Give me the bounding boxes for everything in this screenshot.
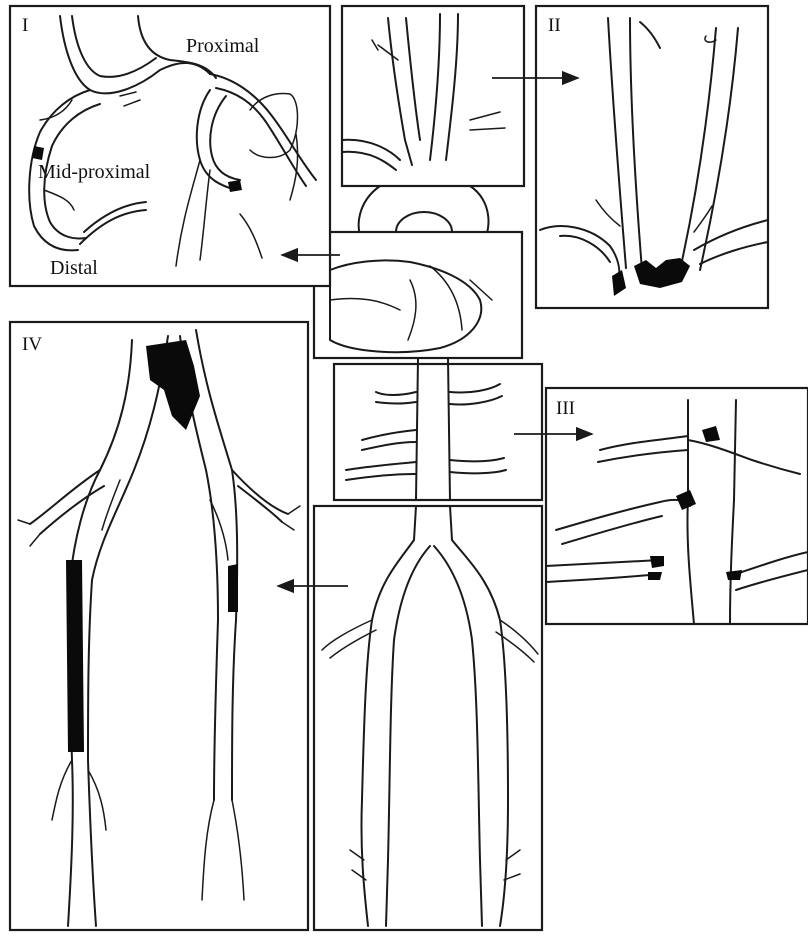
panel-3-label: III	[556, 398, 575, 419]
panel-4: IV	[10, 322, 308, 930]
panel-4-label: IV	[22, 334, 42, 355]
panel-2-label: II	[548, 15, 561, 36]
panel-3: III	[546, 388, 808, 624]
annotation-distal: Distal	[50, 257, 98, 279]
inset-box-heart	[314, 232, 522, 358]
inset-box-abdomen	[334, 364, 542, 500]
annotation-mid-proximal: Mid-proximal	[38, 161, 151, 183]
panel-3-frame	[546, 388, 808, 624]
panel-2-frame	[536, 6, 768, 308]
panel-1: I Proximal Mid-proximal Distal	[10, 6, 330, 286]
panel-4-frame	[10, 322, 308, 930]
panel-1-label: I	[22, 15, 28, 36]
annotation-proximal: Proximal	[186, 35, 260, 57]
panel-2: II	[536, 6, 768, 308]
inset-box-neck	[342, 6, 524, 186]
central-arterial-tree	[314, 6, 542, 930]
